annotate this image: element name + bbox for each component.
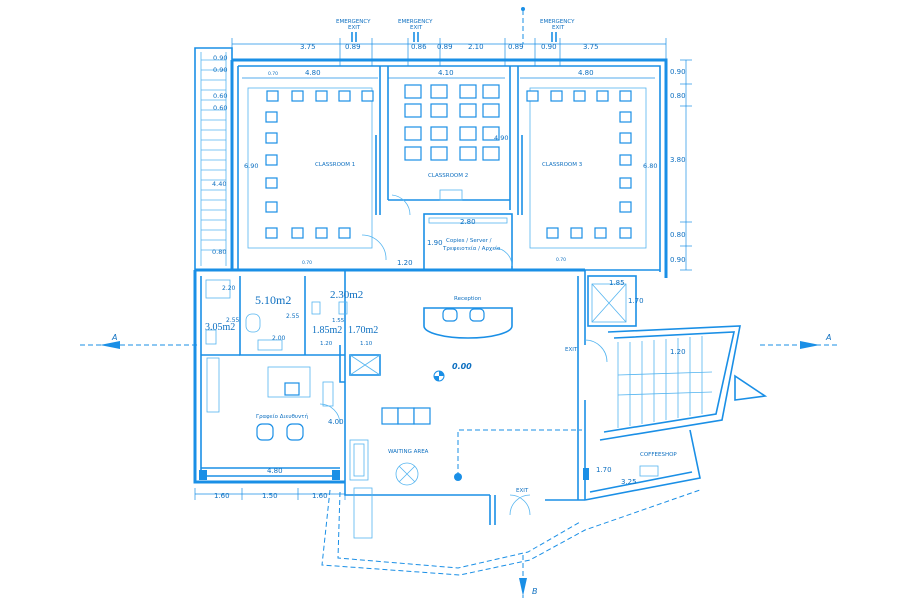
dim-copies-height: 1.90 [427, 239, 443, 247]
section-a-right-label: A [825, 333, 831, 342]
dim-top-3: 0.86 [411, 43, 427, 51]
classroom-3 [517, 66, 660, 271]
director-office [201, 357, 341, 469]
copies-room-label: Copies / Server / [446, 238, 492, 244]
area-label-4: 1.85m2 [312, 325, 342, 336]
area-label-5: 1.70m2 [348, 325, 378, 336]
dim-top-7: 0.90 [541, 43, 557, 51]
inner-walls [577, 270, 608, 500]
dim-stair-width: 1.20 [670, 348, 686, 356]
dim-left-1: 0.90 [213, 54, 227, 62]
dim-c1-small-b: 0.70 [302, 260, 312, 266]
office-label: Γραφείο Διευθυντή [256, 413, 308, 420]
dim-bottom-2: 1.50 [262, 492, 278, 500]
dim-c1-width: 4.80 [305, 69, 321, 77]
dim-left-2: 0.90 [213, 66, 227, 74]
copies-room [423, 213, 513, 271]
emergency-exit-label-3: EMERGENCY [540, 19, 575, 25]
dim-wc-a: 2.20 [222, 285, 236, 292]
outer-walls [193, 58, 668, 484]
dim-left-5: 4.40 [212, 180, 226, 188]
emergency-exit-word-3: EXIT [552, 25, 565, 31]
dim-office-width: 4.80 [267, 467, 283, 475]
dim-office-height: 4.00 [328, 418, 344, 426]
dim-right-3: 3.80 [670, 156, 686, 164]
dim-coffee-width: 3.25 [621, 478, 637, 486]
dim-right-4: 0.80 [670, 231, 686, 239]
dim-bottom-1: 1.60 [214, 492, 230, 500]
dim-right-5: 0.90 [670, 256, 686, 264]
area-label-1: 5.10m2 [255, 293, 291, 307]
dim-lift-width: 1.85 [609, 279, 625, 287]
dim-copies-width: 2.80 [460, 218, 476, 226]
dim-wc-f: 1.20 [320, 341, 333, 347]
dim-wc-d: 1.55 [332, 318, 345, 324]
emergency-exit-label-2: EMERGENCY [398, 19, 433, 25]
section-line-a [80, 341, 840, 349]
dim-c3-small: 0.70 [556, 257, 566, 263]
reception-label: Reception [454, 296, 482, 302]
exit-label-east: EXIT [565, 347, 578, 353]
corridor-doors [361, 194, 411, 261]
classroom-2 [387, 66, 511, 210]
dim-wc-e: 2.00 [272, 335, 286, 342]
exit-label-front: EXIT [516, 488, 529, 494]
dim-top-6: 0.89 [508, 43, 524, 51]
dim-c2-height: 4.90 [494, 134, 508, 142]
classroom-3-label: CLASSROOM 3 [542, 162, 583, 168]
dim-top-8: 3.75 [583, 43, 599, 51]
lift [587, 275, 637, 327]
dim-c2-width: 4.10 [438, 69, 454, 77]
level-label: 0.00 [452, 362, 472, 371]
dim-coffee-height: 1.70 [596, 466, 612, 474]
dim-wc-g: 1.10 [360, 341, 373, 347]
emergency-exit-labels: EMERGENCY EXIT EMERGENCY EXIT EMERGENCY … [336, 7, 575, 42]
waiting-area-label: WAITING AREA [388, 449, 429, 455]
classroom-1-label: CLASSROOM 1 [315, 162, 355, 168]
waiting-area [349, 407, 582, 486]
right-dimension-lines [680, 59, 692, 271]
section-line-b [519, 10, 527, 598]
emergency-exit-word-2: EXIT [410, 25, 423, 31]
dim-c3-width: 4.80 [578, 69, 594, 77]
copies-room-label-2: Τρεφειοτεία / Αρχείο [442, 245, 501, 252]
front-facade [321, 482, 701, 576]
dim-right-1: 0.90 [670, 68, 686, 76]
dim-bottom-3: 1.60 [312, 492, 328, 500]
reception-desk [423, 307, 513, 339]
dim-lift-height: 1.70 [628, 297, 644, 305]
area-label-3: 3.05m2 [205, 322, 235, 333]
dim-top-2: 0.89 [345, 43, 361, 51]
dim-c3-height: 6.80 [643, 162, 657, 170]
emergency-exit-label-1: EMERGENCY [336, 19, 371, 25]
section-b-label: B [532, 587, 538, 596]
section-a-left-label: A [111, 333, 117, 342]
classroom-2-label: CLASSROOM 2 [428, 173, 468, 179]
dim-right-2: 0.80 [670, 92, 686, 100]
wc-block [201, 276, 381, 383]
dim-left-6: 0.80 [212, 248, 226, 256]
emergency-exit-word-1: EXIT [348, 25, 361, 31]
dim-left-4: 0.60 [213, 104, 227, 112]
dim-c1-small-a: 0.70 [268, 71, 278, 77]
dim-top-1: 3.75 [300, 43, 316, 51]
level-marker [433, 370, 445, 382]
dim-top-5: 2.10 [468, 43, 484, 51]
dim-top-4: 0.89 [437, 43, 453, 51]
dim-left-3: 0.60 [213, 92, 227, 100]
staircase [599, 325, 768, 441]
classroom-1 [238, 66, 381, 271]
dim-c1-height: 6.90 [244, 162, 258, 170]
dim-corridor: 1.20 [397, 259, 413, 267]
dim-wc-b: 2.55 [226, 317, 240, 324]
coffeeshop-label: COFFEESHOP [640, 452, 677, 458]
left-ramp [194, 47, 233, 271]
dim-wc-c: 2.55 [286, 313, 300, 320]
area-label-2: 2.30m2 [330, 289, 363, 301]
coffeeshop [583, 429, 701, 501]
